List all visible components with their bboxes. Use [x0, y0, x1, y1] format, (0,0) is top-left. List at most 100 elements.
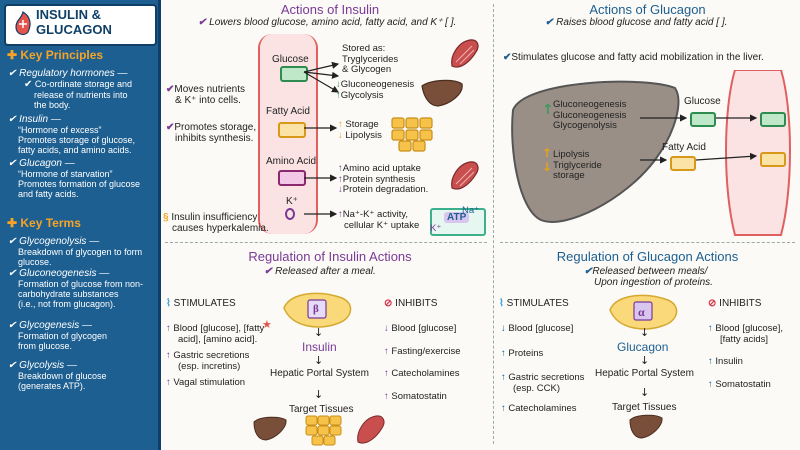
down-arrow-icon-2: ↓ [314, 354, 324, 367]
down-arrow-icon-4: ↓ [640, 326, 650, 339]
insulin-text-1: “Hormone of excess” [18, 125, 102, 135]
glycolysis-text-1: Breakdown of glucose [18, 371, 107, 381]
glucagon-inh-3: Somatostatin [715, 378, 771, 390]
insulin-text-3: fatty acids, and amino acids. [18, 145, 132, 155]
page-title: INSULIN & GLUCAGON [36, 7, 112, 37]
glucagon-glucose-molecule-vessel [760, 112, 786, 127]
glucagon-glucose-molecule [690, 112, 716, 127]
sidebar [0, 0, 161, 450]
down-arrow-icon-1: ↓ [314, 326, 324, 339]
hormone-logo-icon [15, 11, 31, 36]
down-arrow-orange-icon: ↓ [542, 160, 553, 174]
gluconeogenesis-effect: Gluconeogenesis [340, 79, 415, 90]
glucagon-actions-subtitle-text: Raises blood glucose and fatty acid [ ]. [556, 17, 728, 28]
glycolysis-effect: Glycolysis [340, 89, 384, 101]
glucagon-inhibits-label: INHIBITS [719, 298, 762, 309]
glucagon-actions-subtitle: ✔ Raises blood glucose and fatty acid [ … [545, 17, 728, 28]
pancreas-icon-glucagon [609, 294, 678, 330]
gluconeogenesis-text-3: (i.e., not from glucagon). [18, 299, 116, 309]
fatty-acid-molecule [278, 122, 306, 138]
insulin-stimulates-label: STIMULATES [173, 298, 236, 309]
regulatory-text-2: release of nutrients into [34, 90, 128, 100]
muscle-icon [451, 39, 479, 68]
protein-degradation-effect: Protein degradation. [342, 184, 429, 195]
target-liver-icon [253, 416, 287, 441]
glucagon-arrows [640, 114, 758, 164]
star-icon: ★ [262, 318, 272, 331]
glucagon-node: Glucagon [617, 340, 669, 354]
insulin-actions-title: Actions of Insulin [280, 2, 380, 17]
glucagon-target-liver-icon [629, 414, 663, 439]
amino-acid-effects: ↑Amino acid uptake ↑Protein synthesis ↓P… [338, 163, 429, 195]
gluconeogenesis-title: Gluconeogenesis — [19, 268, 110, 279]
glucagon-glycogenolysis: Glycogenolysis [553, 120, 617, 131]
up-arrow-orange-icon: ↑ [542, 146, 553, 160]
glucagon-regulation-subtitle-2: Upon ingestion of proteins. [594, 277, 713, 288]
na-k-effects: ↑Na⁺-K⁺ activity, cellular K⁺ uptake [338, 209, 420, 231]
glucagon-text-2: Promotes formation of glucose [18, 179, 141, 189]
principle-insulin: ✔ Insulin — “Hormone of excess” Promotes… [8, 114, 156, 155]
stored-as-line-3: & Glycogen [342, 64, 392, 75]
insulin-inh-3: Catecholamines [391, 368, 460, 379]
glycogenolysis-title: Glycogenolysis — [19, 236, 100, 247]
promotes-storage-note: ✔Promotes storage, inhibits synthesis. [166, 122, 257, 144]
glucagon-stimulates-note: ✔Stimulates glucose and fatty acid mobil… [503, 52, 764, 63]
glucagon-gluconeogenesis: Gluconeogenesis [553, 99, 627, 110]
title-line-1: INSULIN & [36, 7, 101, 22]
principle-glucagon: ✔ Glucagon — “Hormone of starvation” Pro… [8, 158, 156, 199]
insulin-inh-list: ↓ Blood [glucose] ↑ Fasting/exercise ↑ C… [384, 323, 461, 402]
insulin-regulation-subtitle: ✔ Released after a meal. [264, 266, 376, 277]
regulatory-title: Regulatory hormones — [19, 68, 128, 79]
glucagon-triglyceride-1: Triglyceride [553, 159, 602, 171]
key-principles-heading: ✚ Key Principles [7, 48, 104, 62]
glucagon-fatty-label: Fatty Acid [662, 142, 706, 153]
glucagon-title: Glucagon — [19, 158, 75, 169]
glycolysis-text-2: (generates ATP). [18, 381, 86, 391]
moves-nutrients-line-2: & K⁺ into cells. [175, 95, 241, 106]
storage-effect: Storage [345, 119, 379, 130]
aa-uptake-effect: Amino acid uptake [342, 163, 421, 174]
atp-label: ATP [444, 212, 470, 223]
term-glycogenesis: ✔ Glycogenesis — Formation of glycogen f… [8, 320, 156, 351]
glucagon-stimulates-text: Stimulates glucose and fatty acid mobili… [511, 52, 764, 63]
k-label: K⁺ [430, 223, 442, 234]
glucagon-stim-3a: Gastric secretions [508, 372, 585, 383]
insulin-regulation-title: Regulation of Insulin Actions [248, 249, 412, 264]
insulin-inh-2: Fasting/exercise [391, 345, 461, 357]
key-principles-label: Key Principles [20, 48, 104, 62]
insulin-inhibits-label: INHIBITS [395, 298, 438, 309]
glycogenolysis-text-2: glucose. [18, 257, 52, 267]
glucagon-inh-list: ↑ Blood [glucose], [fatty acids] ↑ Insul… [708, 323, 783, 390]
adipose-icon [391, 117, 433, 152]
k-plus-label: K⁺ [286, 196, 298, 207]
glucagon-triglyceride-2: storage [553, 170, 585, 181]
liver-icon [421, 79, 463, 107]
glycolysis-title: Glycolysis — [19, 360, 77, 371]
fatty-acid-effects: ↑ Storage ↓ Lipolysis [338, 119, 382, 141]
glucagon-hepatic-node: Hepatic Portal System [595, 368, 694, 379]
glucagon-stim-3b: (esp. CCK) [513, 382, 560, 394]
term-glycolysis: ✔ Glycolysis — Breakdown of glucose (gen… [8, 360, 156, 391]
glucagon-glucose-label: Glucose [684, 96, 721, 107]
gluconeogenesis-text-1: Formation of glucose from non- [18, 279, 144, 289]
na-k-line-1: Na⁺-K⁺ activity, [342, 209, 409, 220]
insulin-actions-subtitle: ✔ Lowers blood glucose, amino acid, fatt… [198, 17, 457, 28]
down-arrow-icon-3: ↓ [314, 388, 324, 401]
insulin-stim-3: Vagal stimulation [173, 377, 246, 388]
stored-as-line-1: Stored as: [342, 43, 386, 54]
insulin-stim-1a: Blood [glucose], [fatty [173, 323, 265, 334]
glucagon-text-3: and fatty acids. [18, 189, 79, 199]
moves-nutrients-line-1: Moves nutrients [174, 84, 245, 95]
glucose-label: Glucose [272, 54, 309, 65]
pancreas-icon [283, 292, 352, 328]
insulin-horizontal-divider [165, 242, 487, 243]
protein-synthesis-effect: Protein synthesis [342, 173, 416, 185]
glucagon-regulation-title: Regulation of Glucagon Actions [556, 249, 739, 264]
glucagon-regulation-subtitle-1: Released between meals/ [592, 266, 708, 277]
amino-acid-label: Amino Acid [266, 156, 317, 167]
glucagon-stimulates-label: STIMULATES [506, 298, 569, 309]
insulin-stim-list: ↑ Blood [glucose], [fatty acid], [amino … [166, 323, 265, 388]
glucagon-inh-1a: Blood [glucose], [715, 323, 783, 334]
insulin-stim-1b: acid], [amino acid]. [178, 333, 258, 345]
glycogenesis-text-1: Formation of glycogen [18, 331, 108, 341]
